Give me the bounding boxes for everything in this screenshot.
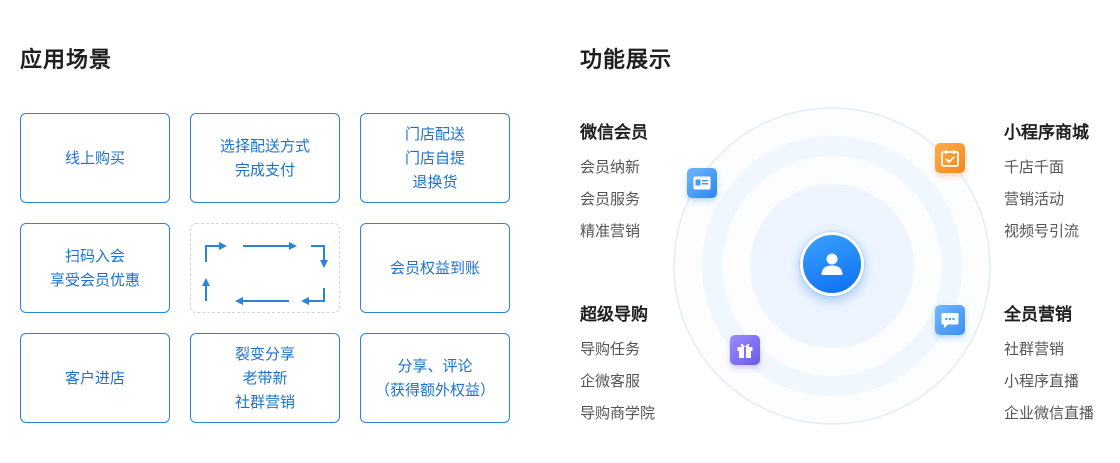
cell-line: 裂变分享 xyxy=(234,345,295,363)
group-title: 微信会员 xyxy=(580,123,648,143)
scenario-cell-enter-store: 客户进店 xyxy=(20,333,170,423)
gift-icon xyxy=(730,335,760,365)
feature-title: 功能展示 xyxy=(580,48,673,73)
list-item: 企业微信直播 xyxy=(1004,404,1095,422)
cell-line: 扫码入会 xyxy=(64,247,125,265)
scenario-cell-online-buy: 线上购买 xyxy=(20,113,170,203)
calendar-check-icon xyxy=(935,143,965,173)
scenario-cell-store: 门店配送 门店自提 退换货 xyxy=(360,113,510,203)
scenario-cell-benefit: 会员权益到账 xyxy=(360,223,510,313)
list-item: 社群营销 xyxy=(1004,340,1065,358)
feature-group-wechat-member: 微信会员 会员纳新 会员服务 精准营销 xyxy=(580,121,648,247)
cell-line: （获得额外权益） xyxy=(374,381,495,399)
group-title: 超级导购 xyxy=(580,305,648,325)
member-card-icon xyxy=(687,168,717,198)
cell-line: 享受会员优惠 xyxy=(49,271,140,289)
cell-line: 社群营销 xyxy=(234,393,295,411)
scenario-cell-scan-join: 扫码入会 享受会员优惠 xyxy=(20,223,170,313)
list-item: 导购任务 xyxy=(580,340,641,358)
scenario-cell-delivery-pay: 选择配送方式 完成支付 xyxy=(190,113,340,203)
feature-group-mini-shop: 小程序商城 千店千面 营销活动 视频号引流 xyxy=(1004,121,1089,247)
chat-bubble-icon xyxy=(935,305,965,335)
cell-line: 门店配送 xyxy=(404,125,465,143)
list-item: 会员纳新 xyxy=(580,158,641,176)
scenario-cell-share: 裂变分享 老带新 社群营销 xyxy=(190,333,340,423)
list-item: 导购商学院 xyxy=(580,404,656,422)
cell-line: 退换货 xyxy=(412,173,458,191)
cell-line: 线上购买 xyxy=(64,149,125,167)
list-item: 会员服务 xyxy=(580,190,641,208)
group-title: 小程序商城 xyxy=(1004,123,1089,143)
cycle-diagram xyxy=(190,223,340,313)
scenario-cell-comment: 分享、评论 （获得额外权益） xyxy=(360,333,510,423)
cell-line: 客户进店 xyxy=(64,369,125,387)
list-item: 营销活动 xyxy=(1004,190,1065,208)
cell-line: 会员权益到账 xyxy=(389,259,480,277)
group-title: 全员营销 xyxy=(1004,305,1072,325)
cell-line: 选择配送方式 xyxy=(219,137,310,155)
list-item: 企微客服 xyxy=(580,372,641,390)
cell-line: 分享、评论 xyxy=(397,357,473,375)
scenario-title: 应用场景 xyxy=(20,48,113,73)
feature-group-all-staff-marketing: 全员营销 社群营销 小程序直播 企业微信直播 xyxy=(1004,303,1094,429)
user-avatar-icon xyxy=(800,232,864,296)
cell-line: 门店自提 xyxy=(404,149,465,167)
cell-line: 完成支付 xyxy=(234,161,295,179)
feature-group-super-guide: 超级导购 导购任务 企微客服 导购商学院 xyxy=(580,303,655,429)
list-item: 小程序直播 xyxy=(1004,372,1080,390)
list-item: 精准营销 xyxy=(580,222,641,240)
list-item: 千店千面 xyxy=(1004,158,1065,176)
cell-line: 老带新 xyxy=(242,369,288,387)
list-item: 视频号引流 xyxy=(1004,222,1080,240)
cycle-arrows-icon xyxy=(202,242,328,305)
